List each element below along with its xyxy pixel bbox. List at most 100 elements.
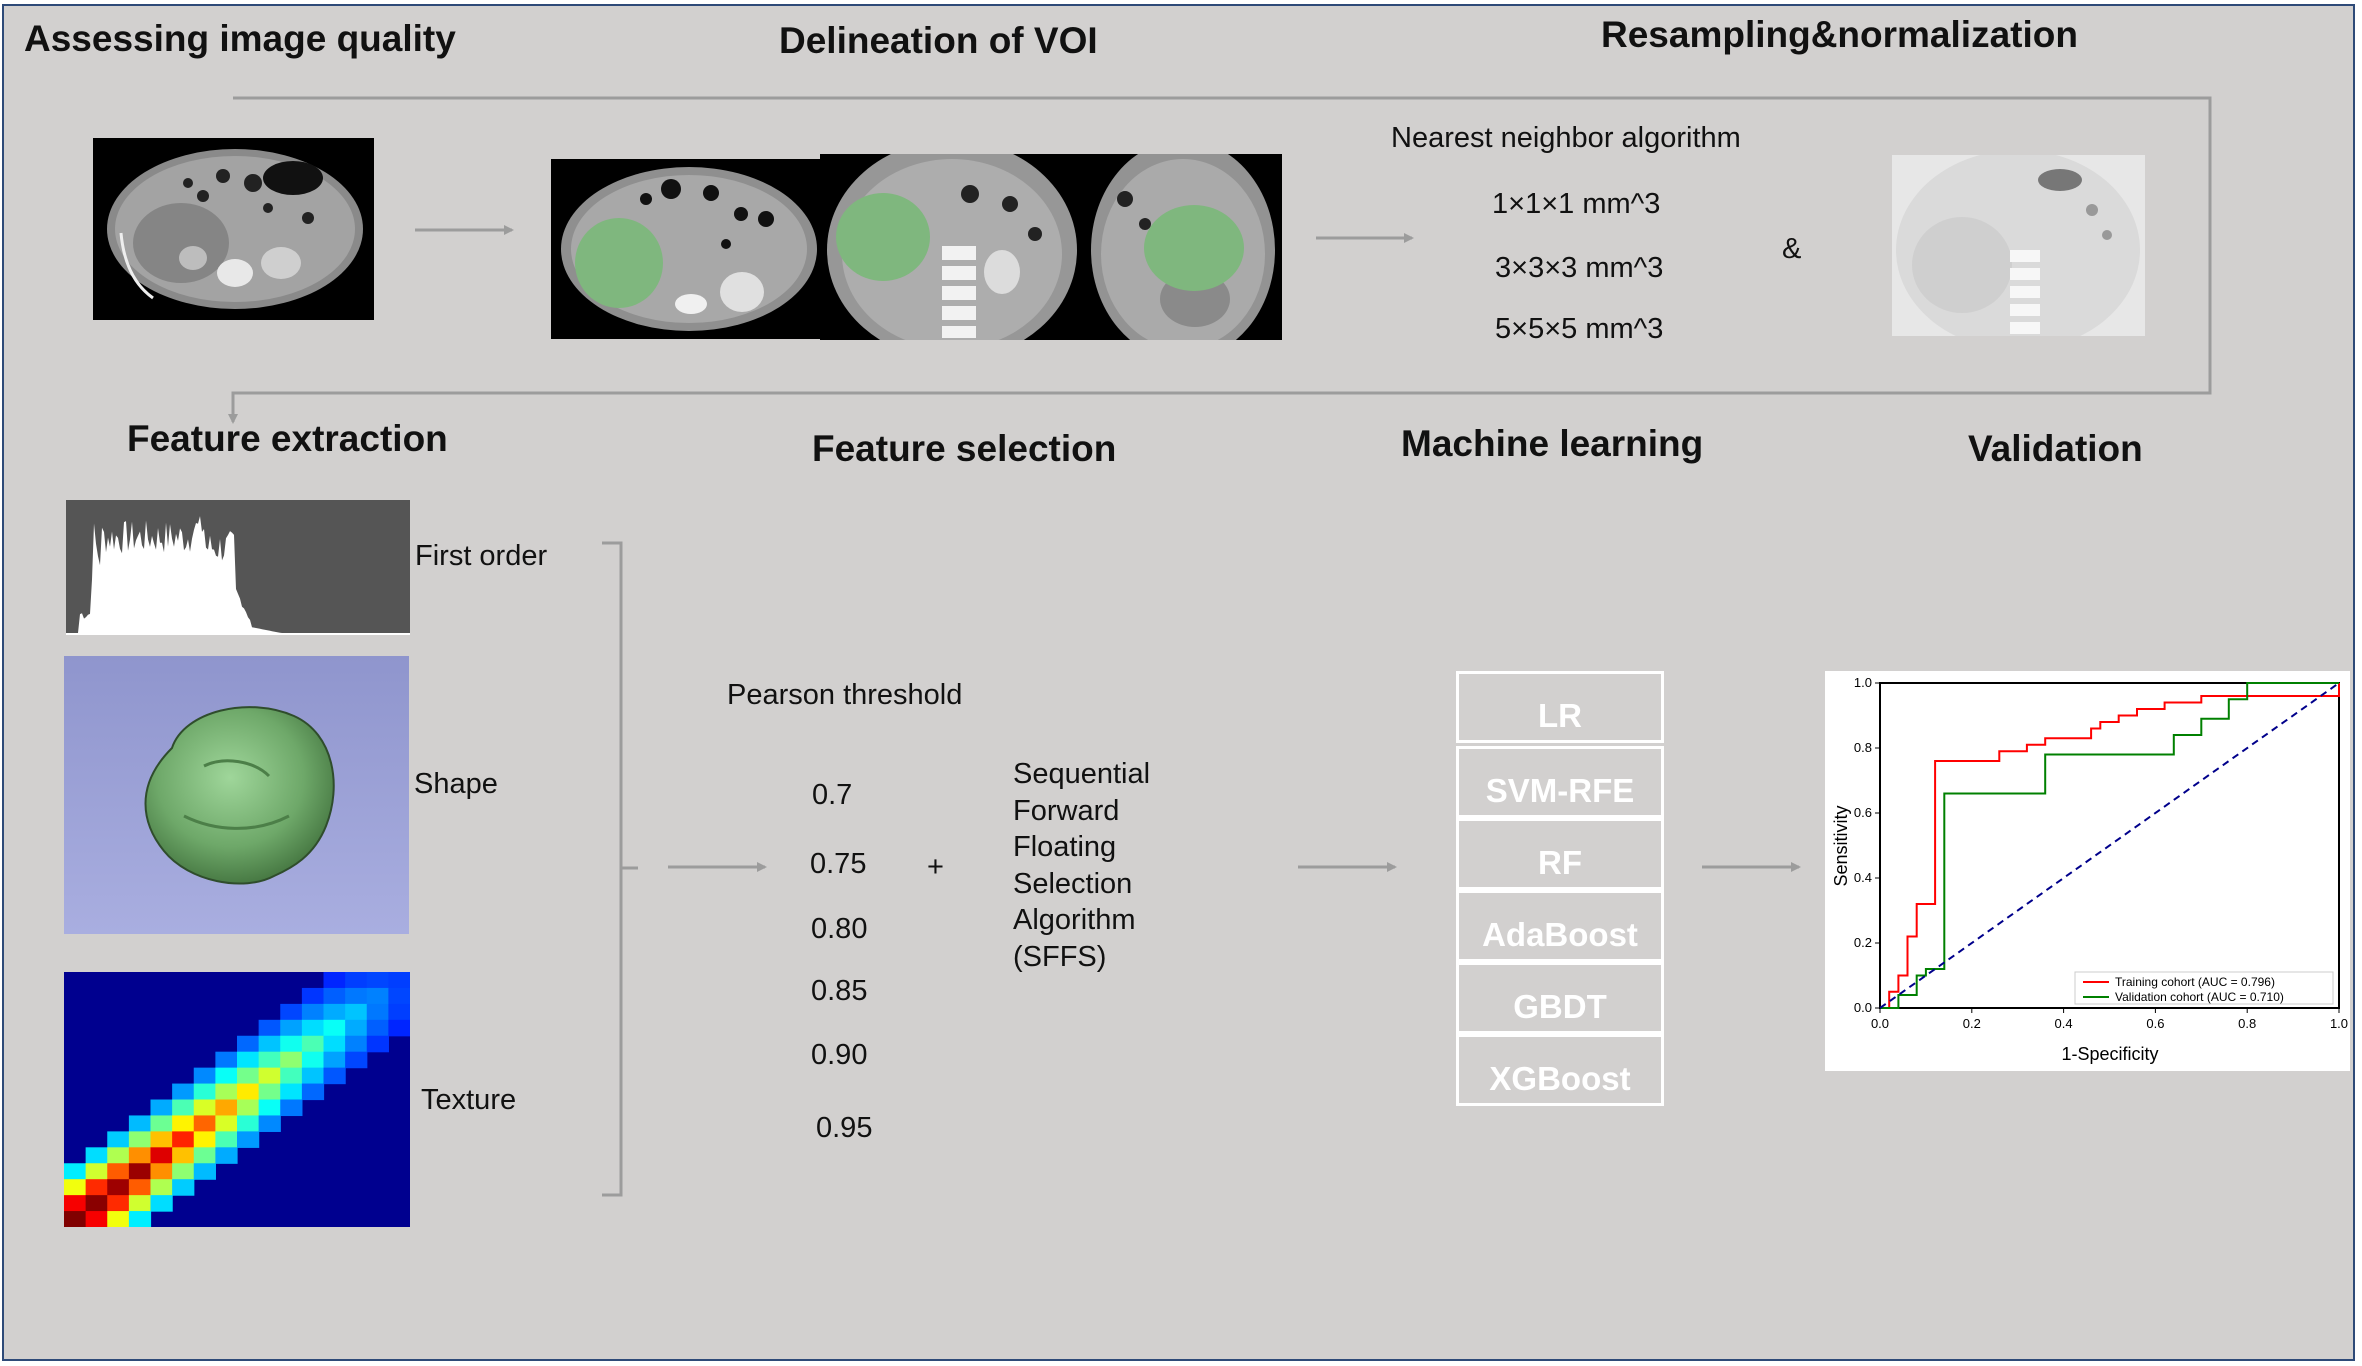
texture-cell [237,1099,260,1117]
texture-cell [345,987,368,1005]
histogram-image [66,500,410,635]
roc-y-tick-label: 1.0 [1854,675,1872,690]
texture-cell [366,1035,389,1053]
texture-cell [237,1131,260,1148]
model-svm-rfe: SVM-RFE [1456,746,1664,818]
roc-y-tick-label: 0.6 [1854,805,1872,820]
roc-x-tick-label: 0.4 [2055,1016,2073,1031]
nearest-neighbor-label: Nearest neighbor algorithm [1391,122,1741,154]
resample-size-1: 1×1×1 mm^3 [1492,188,1661,220]
texture-cell [280,1019,303,1037]
roc-legend: Training cohort (AUC = 0.796) Validation… [2074,971,2334,1005]
texture-cell [258,1099,281,1117]
texture-cell [366,1003,389,1021]
texture-cell [237,1051,260,1069]
texture-cell [215,1147,238,1164]
texture-cell [150,1195,173,1212]
texture-cell [237,1115,260,1132]
texture-cell [323,1019,346,1037]
texture-cell [301,1051,325,1069]
texture-cell [345,1035,368,1053]
texture-cell [323,1035,346,1053]
texture-cell [150,1115,173,1132]
texture-cell [85,1211,108,1227]
texture-cell [85,1163,108,1180]
roc-plot-area [1879,682,2340,1009]
sffs-line-5: Algorithm [1013,904,1136,936]
sffs-line-1: Sequential [1013,758,1151,790]
texture-cell [388,972,410,989]
model-rf: RF [1456,818,1664,890]
texture-cell [107,1163,130,1180]
texture-cell [172,1115,195,1132]
texture-cell [215,1131,238,1148]
model-gbdt: GBDT [1456,962,1664,1034]
roc-y-tick-label: 0.8 [1854,740,1872,755]
texture-cell [172,1083,195,1101]
texture-cell [172,1179,195,1196]
texture-cell [388,1019,410,1037]
texture-cell [193,1131,216,1148]
roc-x-tick-label: 0.0 [1871,1016,1889,1031]
texture-cell [128,1163,152,1180]
texture-cell [280,1051,303,1069]
texture-cell [237,1035,260,1053]
voi-axial-image [551,159,821,339]
texture-cell [107,1179,130,1196]
plus-sign: + [927,851,944,883]
texture-cell [323,972,346,989]
texture-cell [280,1003,303,1021]
texture-cell [323,1051,346,1069]
roc-x-tick-label: 1.0 [2330,1016,2348,1031]
roc-y-tick-label: 0.0 [1854,1000,1872,1015]
texture-cell [345,1003,368,1021]
legend-training-label: Training cohort (AUC = 0.796) [2115,975,2275,989]
texture-cell [323,1003,346,1021]
roc-x-tick-label: 0.6 [2146,1016,2164,1031]
texture-cell [345,972,368,989]
texture-cell [215,1067,238,1085]
heading-resampling-normalization: Resampling&normalization [1601,14,2078,55]
texture-cell [150,1099,173,1117]
texture-cell [280,1035,303,1053]
texture-cell [237,1067,260,1085]
roc-training-line [1880,683,2340,1009]
roc-x-tick-label: 0.2 [1963,1016,1981,1031]
texture-cell [366,972,389,989]
texture-cell [258,1051,281,1069]
threshold-0-7: 0.7 [812,779,853,811]
texture-cell [280,1067,303,1085]
texture-cell [64,1211,87,1227]
resample-size-2: 3×3×3 mm^3 [1495,252,1664,284]
heading-feature-extraction: Feature extraction [127,418,448,459]
heading-feature-selection: Feature selection [812,428,1117,469]
texture-cell [128,1211,152,1227]
texture-cell [388,987,410,1005]
texture-cell [366,987,389,1005]
texture-cell [193,1083,216,1101]
texture-cell [150,1179,173,1196]
ampersand-label: & [1782,233,1802,265]
sffs-line-2: Forward [1013,795,1120,827]
texture-cell [215,1083,238,1101]
heading-delineation-of-voi: Delineation of VOI [779,20,1098,61]
texture-cell [258,1083,281,1101]
texture-cell [301,1083,325,1101]
roc-x-axis-label: 1-Specificity [2061,1044,2158,1064]
threshold-0-75: 0.75 [810,848,867,880]
shape-3d-image [64,656,409,934]
texture-cell [388,1003,410,1021]
roc-y-axis-label: Sensitivity [1831,805,1851,886]
texture-label: Texture [421,1084,517,1116]
normalized-ct-image [1892,155,2145,336]
voi-coronal-image [820,154,1085,340]
voi-sagittal-image [1085,154,1282,340]
texture-glcm-image [64,972,410,1227]
pearson-threshold-label: Pearson threshold [727,679,963,711]
texture-cell [85,1147,108,1164]
texture-cell [258,1019,281,1037]
threshold-0-90: 0.90 [811,1039,868,1071]
legend-validation-label: Validation cohort (AUC = 0.710) [2115,990,2284,1004]
